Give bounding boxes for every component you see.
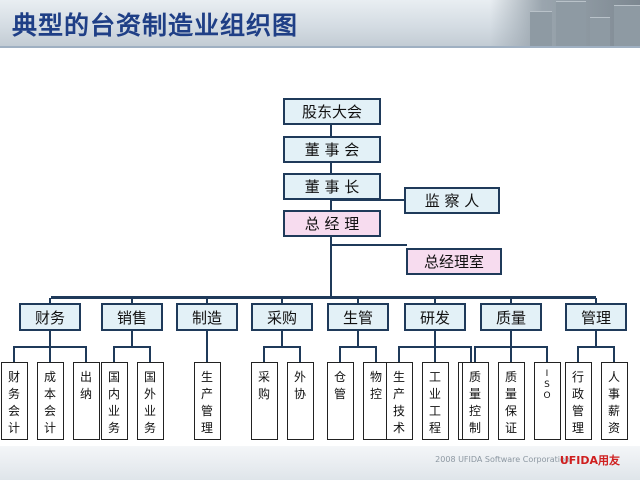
connector-sub-drop bbox=[434, 346, 436, 362]
shareholders-box: 股东大会 bbox=[283, 98, 381, 125]
connector-sub-drop bbox=[13, 346, 15, 362]
connector-sub-drop bbox=[470, 346, 472, 362]
connector-sub-stem bbox=[281, 331, 283, 346]
general-manager-box: 总 经 理 bbox=[283, 210, 381, 237]
department-box: 销售 bbox=[101, 303, 163, 331]
page-title: 典型的台资制造业组织图 bbox=[12, 11, 299, 40]
department-box: 制造 bbox=[176, 303, 238, 331]
board-box: 董 事 会 bbox=[283, 136, 381, 163]
department-box: 管理 bbox=[565, 303, 627, 331]
connector-sub-drop bbox=[263, 346, 265, 362]
connector-sub-bar bbox=[264, 346, 300, 348]
connector-gm-office bbox=[331, 244, 407, 246]
department-box: 财务 bbox=[19, 303, 81, 331]
sub-unit-box: 物控 bbox=[362, 362, 390, 440]
sub-unit-box: 财务会计 bbox=[0, 362, 28, 440]
header-divider bbox=[0, 46, 640, 48]
chairman-box: 董 事 长 bbox=[283, 173, 381, 200]
department-box: 研发 bbox=[404, 303, 466, 331]
connector-sub-bar bbox=[114, 346, 150, 348]
connector-sub-drop bbox=[474, 346, 476, 362]
connector-sub-stem bbox=[131, 331, 133, 346]
connector-sub-drop bbox=[546, 346, 548, 362]
connector-sub-drop bbox=[149, 346, 151, 362]
connector-dept-drop bbox=[595, 298, 597, 303]
ufida-logo: UFIDA用友 bbox=[559, 454, 620, 467]
connector-sub-bar bbox=[340, 346, 376, 348]
connector-sub-drop bbox=[577, 346, 579, 362]
sub-unit-box: 采购 bbox=[250, 362, 278, 440]
supervisor-box: 监 察 人 bbox=[404, 187, 500, 214]
connector-sub-stem bbox=[357, 331, 359, 346]
sub-unit-box: 人事薪资 bbox=[600, 362, 628, 440]
connector-sub-drop bbox=[85, 346, 87, 362]
sub-unit-box: 国外业务 bbox=[136, 362, 164, 440]
connector-sub-drop bbox=[510, 346, 512, 362]
connector-dept-drop bbox=[434, 298, 436, 303]
connector-dept-drop bbox=[131, 298, 133, 303]
connector-sub-drop bbox=[339, 346, 341, 362]
sub-unit-box: 外协 bbox=[286, 362, 314, 440]
connector-dept-drop bbox=[510, 298, 512, 303]
connector-dept-drop bbox=[357, 298, 359, 303]
connector-dept-drop bbox=[281, 298, 283, 303]
sub-unit-box: 质量保证 bbox=[497, 362, 525, 440]
sub-unit-box: 生产管理 bbox=[193, 362, 221, 440]
connector-sub-stem bbox=[434, 331, 436, 346]
sub-unit-box: 工业工程 bbox=[421, 362, 449, 440]
connector-sub-drop bbox=[113, 346, 115, 362]
department-box: 生管 bbox=[327, 303, 389, 331]
connector-sub-stem bbox=[595, 331, 597, 346]
connector-sub-stem bbox=[49, 331, 51, 346]
connector-sub-bar bbox=[578, 346, 614, 348]
connector-sub-drop bbox=[398, 346, 400, 362]
sub-unit-box: 行政管理 bbox=[564, 362, 592, 440]
sub-unit-box: 仓管 bbox=[326, 362, 354, 440]
connector-sub-drop bbox=[375, 346, 377, 362]
connector-sub-drop bbox=[49, 346, 51, 362]
sub-unit-box: 成本会计 bbox=[36, 362, 64, 440]
gm-office-box: 总经理室 bbox=[406, 248, 502, 275]
connector-dept-drop bbox=[206, 298, 208, 303]
header-banner: 典型的台资制造业组织图 bbox=[0, 0, 640, 46]
department-box: 采购 bbox=[251, 303, 313, 331]
connector-sub-drop bbox=[299, 346, 301, 362]
sub-unit-box: 国内业务 bbox=[100, 362, 128, 440]
footer-bar bbox=[0, 446, 640, 480]
sub-unit-box: 质量控制 bbox=[461, 362, 489, 440]
connector-dept-bar bbox=[51, 296, 596, 299]
connector-sub-stem bbox=[206, 331, 208, 346]
connector-supervisor bbox=[331, 199, 405, 201]
city-skyline-image bbox=[490, 0, 640, 46]
connector-sub-drop bbox=[206, 346, 208, 362]
connector-sub-stem bbox=[510, 331, 512, 346]
department-box: 质量 bbox=[480, 303, 542, 331]
connector-sub-drop bbox=[613, 346, 615, 362]
sub-unit-box: 生产技术 bbox=[385, 362, 413, 440]
connector-dept-drop bbox=[49, 298, 51, 303]
copyright-text: 2008 UFIDA Software Corporation bbox=[435, 455, 570, 464]
sub-unit-box: 出纳 bbox=[72, 362, 100, 440]
